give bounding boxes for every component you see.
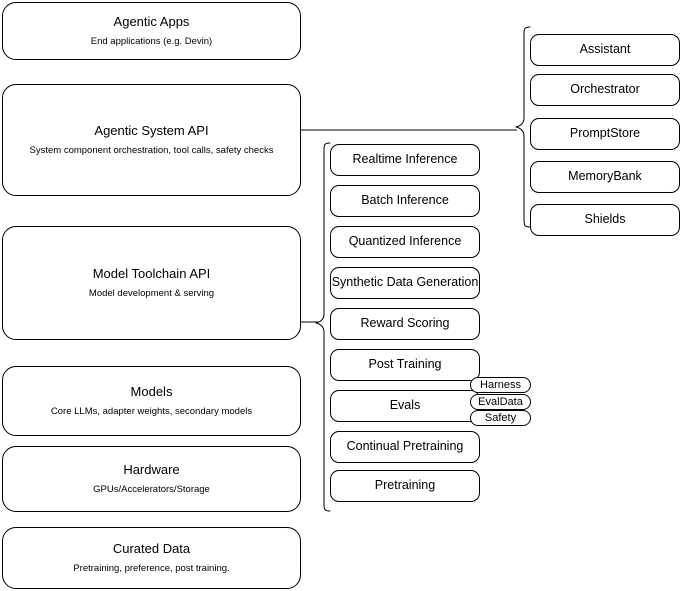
layer-model-toolchain-api[interactable]: Model Toolchain API Model development & … <box>2 226 301 340</box>
toolchain-component-reward-scoring[interactable]: Reward Scoring <box>330 308 480 340</box>
system-component-shields[interactable]: Shields <box>530 204 680 236</box>
evals-subcomponent-label: EvalData <box>478 395 523 408</box>
toolchain-component-label: Quantized Inference <box>348 234 462 249</box>
layer-subtitle: End applications (e.g. Devin) <box>90 35 213 47</box>
layer-agentic-apps[interactable]: Agentic Apps End applications (e.g. Devi… <box>2 2 301 60</box>
connector-system-api-to-components <box>300 118 520 140</box>
system-component-assistant[interactable]: Assistant <box>530 34 680 66</box>
toolchain-component-synthetic-data-generation[interactable]: Synthetic Data Generation <box>330 267 480 299</box>
evals-subcomponent-label: Safety <box>484 411 517 424</box>
toolchain-component-label: Reward Scoring <box>360 316 450 331</box>
toolchain-component-batch-inference[interactable]: Batch Inference <box>330 185 480 217</box>
toolchain-component-continual-pretraining[interactable]: Continual Pretraining <box>330 431 480 463</box>
toolchain-component-evals[interactable]: Evals <box>330 390 480 422</box>
evals-subcomponent-evaldata[interactable]: EvalData <box>470 394 531 410</box>
layer-title: Model Toolchain API <box>92 266 211 282</box>
toolchain-component-label: Pretraining <box>374 478 436 493</box>
evals-subcomponent-harness[interactable]: Harness <box>470 377 531 393</box>
toolchain-component-label: Synthetic Data Generation <box>331 275 479 290</box>
toolchain-component-post-training[interactable]: Post Training <box>330 349 480 381</box>
layer-subtitle: Core LLMs, adapter weights, secondary mo… <box>50 405 253 417</box>
system-component-promptstore[interactable]: PromptStore <box>530 118 680 150</box>
toolchain-component-label: Post Training <box>368 357 442 372</box>
layer-title: Agentic System API <box>94 123 209 139</box>
layer-subtitle: GPUs/Accelerators/Storage <box>93 483 210 495</box>
evals-subcomponent-label: Harness <box>480 378 521 391</box>
toolchain-component-pretraining[interactable]: Pretraining <box>330 470 480 502</box>
toolchain-component-label: Realtime Inference <box>352 152 458 167</box>
system-component-label: Assistant <box>579 42 631 57</box>
system-component-label: Shields <box>584 212 626 227</box>
toolchain-component-label: Evals <box>389 398 421 413</box>
layer-curated-data[interactable]: Curated Data Pretraining, preference, po… <box>2 527 301 589</box>
system-component-label: PromptStore <box>569 126 641 141</box>
connector-toolchain-api-to-components <box>300 312 324 334</box>
toolchain-component-realtime-inference[interactable]: Realtime Inference <box>330 144 480 176</box>
layer-title: Curated Data <box>112 541 191 557</box>
toolchain-component-label: Continual Pretraining <box>346 439 464 454</box>
toolchain-component-label: Batch Inference <box>361 193 449 208</box>
layer-subtitle: Pretraining, preference, post training. <box>73 562 230 574</box>
system-component-orchestrator[interactable]: Orchestrator <box>530 74 680 106</box>
system-component-memorybank[interactable]: MemoryBank <box>530 161 680 193</box>
layer-hardware[interactable]: Hardware GPUs/Accelerators/Storage <box>2 446 301 512</box>
system-component-label: MemoryBank <box>568 169 642 184</box>
layer-subtitle: System component orchestration, tool cal… <box>29 144 274 156</box>
layer-title: Agentic Apps <box>113 14 190 30</box>
layer-title: Hardware <box>123 462 180 478</box>
layer-subtitle: Model development & serving <box>88 287 215 299</box>
evals-subcomponent-safety[interactable]: Safety <box>470 410 531 426</box>
toolchain-component-quantized-inference[interactable]: Quantized Inference <box>330 226 480 258</box>
brace-toolchain-components <box>314 142 332 512</box>
layer-title: Models <box>130 384 173 400</box>
layer-models[interactable]: Models Core LLMs, adapter weights, secon… <box>2 366 301 436</box>
layer-agentic-system-api[interactable]: Agentic System API System component orch… <box>2 84 301 196</box>
system-component-label: Orchestrator <box>570 82 640 97</box>
brace-system-components <box>514 26 532 228</box>
